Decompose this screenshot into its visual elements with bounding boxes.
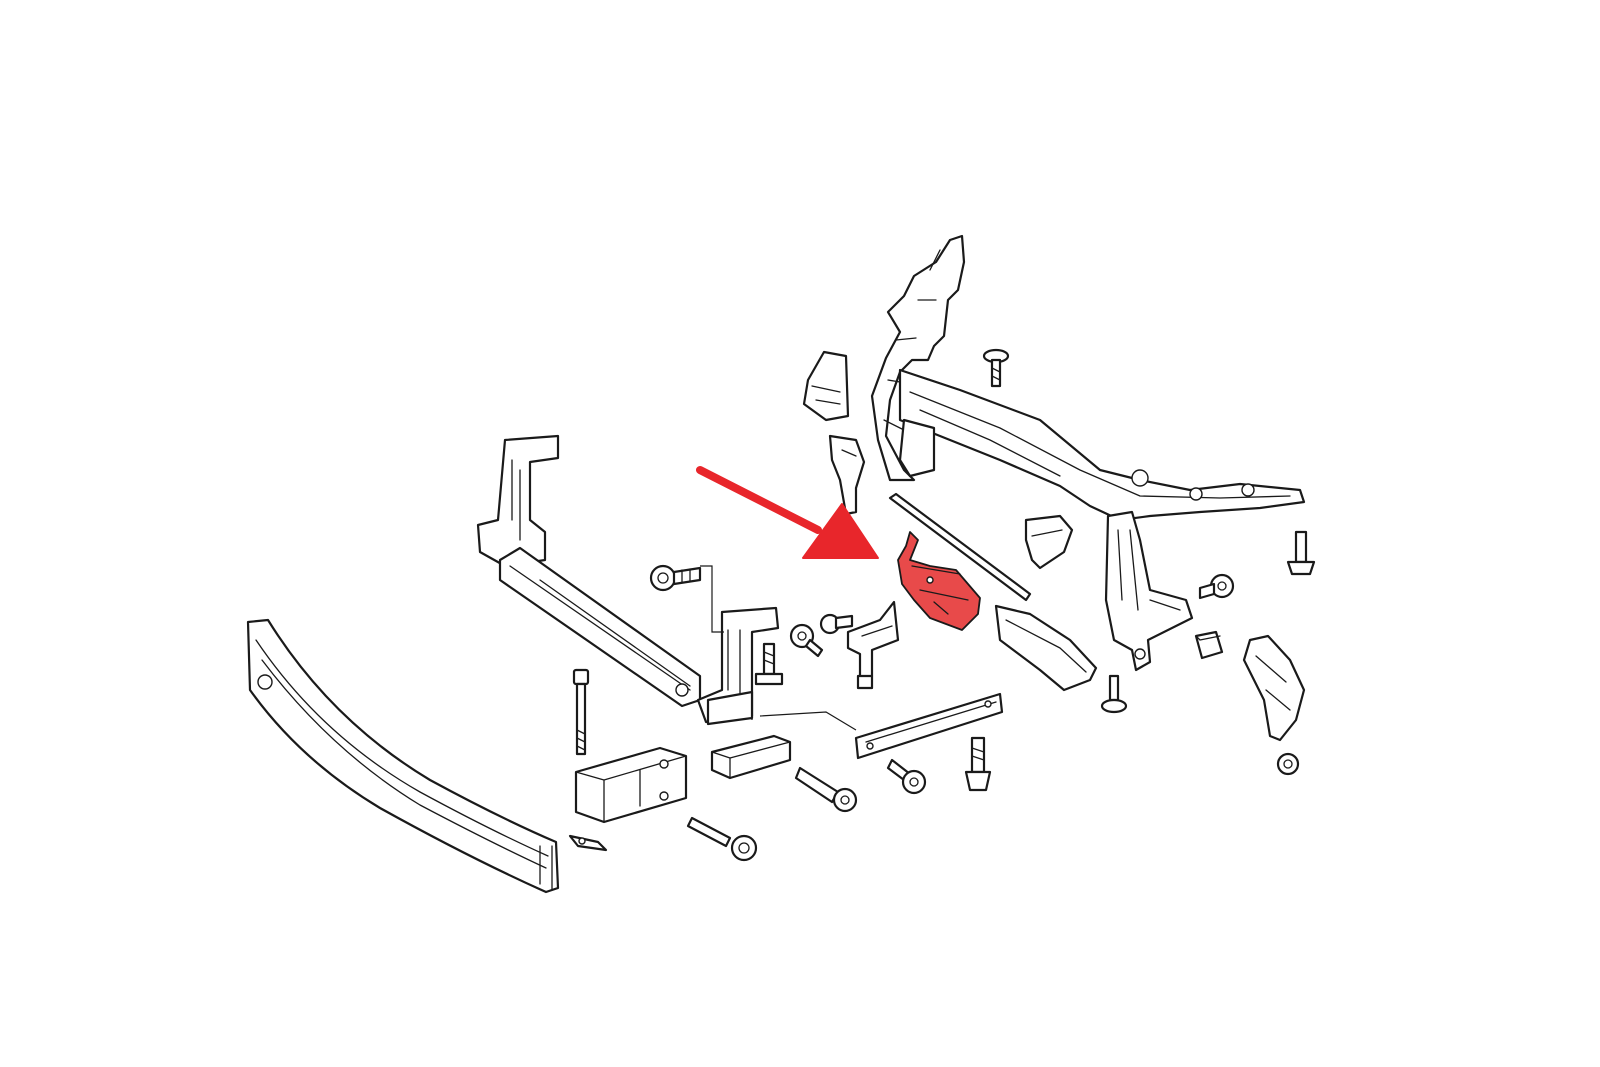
bracket-center-right [1024,514,1074,570]
small-plate [568,834,608,852]
slotted-bar [854,692,1004,760]
leader-lines [700,565,857,731]
mounting-bracket-box [574,746,688,824]
flanged-bolt-bottom [886,758,927,795]
long-bolt [572,668,590,756]
indicator-arrow [696,466,879,559]
bolt-right-washer [1198,573,1235,600]
air-deflector [994,604,1098,692]
bolt-top-right [982,348,1010,388]
bumper-beam [246,618,560,894]
bolt-washer-left [789,623,824,658]
crossmember-left-assembly [476,434,780,726]
nut-bottom-right [1276,752,1300,776]
side-bracket-right [1242,634,1306,742]
push-pin [1100,674,1128,714]
bracket-highlighted [897,531,981,631]
stud-far-right [1286,530,1316,576]
flanged-bolt-upper [649,564,702,592]
bolt-near-bracket [819,613,854,635]
stud-bolt-bottom [964,736,992,792]
side-bracket-upper-left [802,350,850,422]
bolt-diagonal-center [794,766,858,813]
side-bracket-lower-left [828,434,866,516]
spacer-block [710,734,792,780]
support-rod [888,492,1032,602]
small-bracket-center [846,600,900,690]
bolt-lower-center [686,816,758,862]
clip-nut [1194,630,1224,660]
radiator-support-frame [870,234,1306,672]
stud-bolt-left [754,642,784,686]
